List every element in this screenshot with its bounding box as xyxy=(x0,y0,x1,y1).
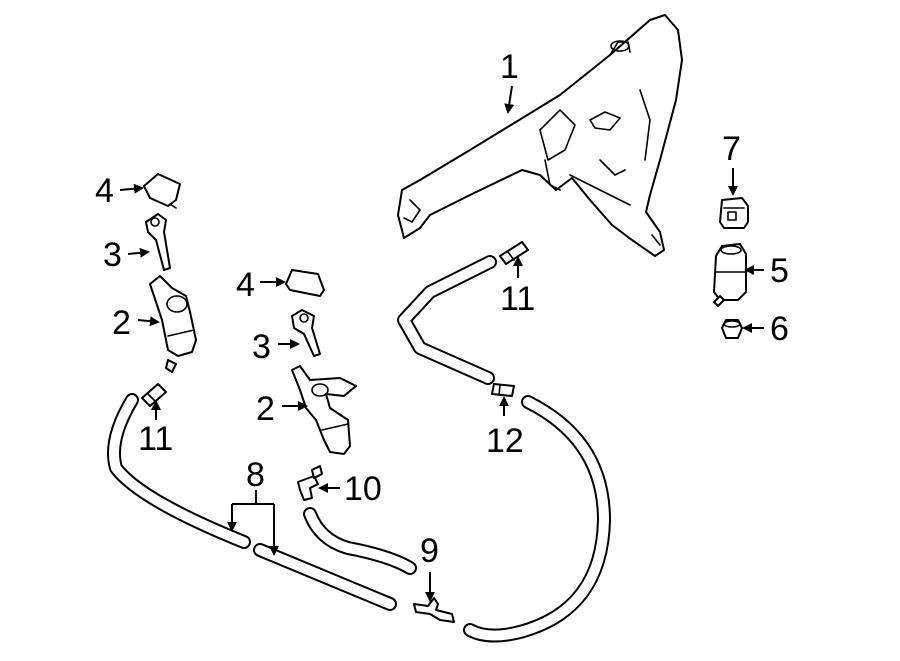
callout-12: 12 xyxy=(486,422,524,460)
hose-left-arc xyxy=(107,393,251,549)
tee-connector xyxy=(297,465,323,501)
nozzle-left xyxy=(145,213,171,271)
leader-8 xyxy=(227,490,279,556)
washer-pump xyxy=(713,243,747,307)
pump-grommet xyxy=(721,319,743,339)
pump-connector xyxy=(719,197,749,229)
hose-center-long xyxy=(253,543,397,611)
callout-10: 10 xyxy=(344,470,382,508)
leader-1 xyxy=(504,85,515,114)
hose-connector-12 xyxy=(491,383,515,397)
nozzle-right xyxy=(291,309,321,357)
leader-3a xyxy=(127,247,150,258)
hose-main-loop xyxy=(463,395,611,643)
callout-2-right: 2 xyxy=(256,390,275,428)
callout-3-right: 3 xyxy=(252,328,271,366)
leader-2a xyxy=(137,316,160,327)
callout-8: 8 xyxy=(246,456,265,494)
y-connector xyxy=(413,597,455,623)
washer-reservoir xyxy=(397,14,683,257)
callout-9: 9 xyxy=(420,532,439,570)
nozzle-cover-right xyxy=(285,269,325,297)
callout-3-left: 3 xyxy=(103,236,122,274)
hose-curved-center xyxy=(303,507,417,575)
nozzle-cover-left xyxy=(143,173,181,209)
hose-connector-11-right xyxy=(499,241,529,265)
callout-11-left: 11 xyxy=(138,420,173,458)
callout-5: 5 xyxy=(770,252,789,290)
callout-4-right: 4 xyxy=(236,266,255,304)
callout-6: 6 xyxy=(770,310,789,348)
callout-2-left: 2 xyxy=(112,304,131,342)
callout-7: 7 xyxy=(722,130,741,168)
callout-11-right: 11 xyxy=(500,280,535,318)
callout-4-left: 4 xyxy=(95,172,114,210)
hose-connector-11-left xyxy=(141,383,167,407)
hose-upper-right xyxy=(397,255,497,385)
washer-cylinder-left xyxy=(149,275,197,373)
leader-4a xyxy=(119,183,144,194)
callout-1: 1 xyxy=(500,48,519,86)
washer-cylinder-right xyxy=(291,365,357,455)
